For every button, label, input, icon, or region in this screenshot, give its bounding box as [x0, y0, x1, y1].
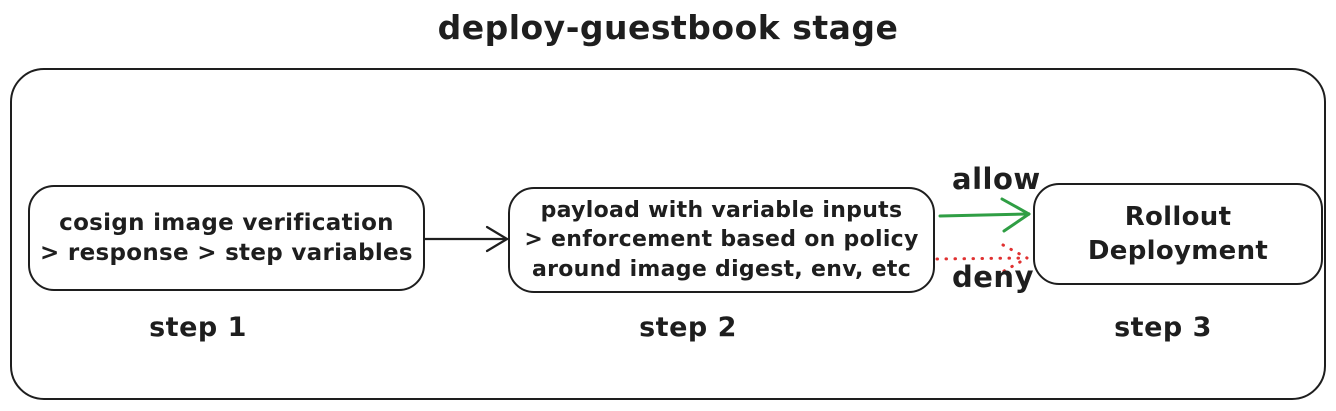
step2-box: payload with variable inputs > enforceme… — [508, 187, 935, 293]
stage-container-box — [10, 68, 1326, 400]
step3-box: Rollout Deployment — [1033, 183, 1323, 285]
step3-label: step 3 — [1114, 312, 1212, 343]
step1-text-line1: cosign image verification — [59, 209, 394, 236]
step1-box: cosign image verification > response > s… — [28, 185, 425, 291]
step1-label: step 1 — [149, 312, 247, 343]
step2-text-line2: > enforcement based on policy — [524, 227, 919, 253]
diagram-title: deploy-guestbook stage — [437, 8, 899, 47]
step2-text-line1: payload with variable inputs — [540, 198, 903, 224]
step3-text-line1: Rollout Deployment — [1087, 201, 1269, 266]
step2-text-line3: around image digest, env, etc — [531, 256, 912, 282]
step2-label: step 2 — [639, 312, 737, 343]
deny-label: deny — [952, 260, 1034, 294]
step1-text-line2: > response > step variables — [40, 240, 413, 266]
allow-label: allow — [952, 162, 1041, 196]
